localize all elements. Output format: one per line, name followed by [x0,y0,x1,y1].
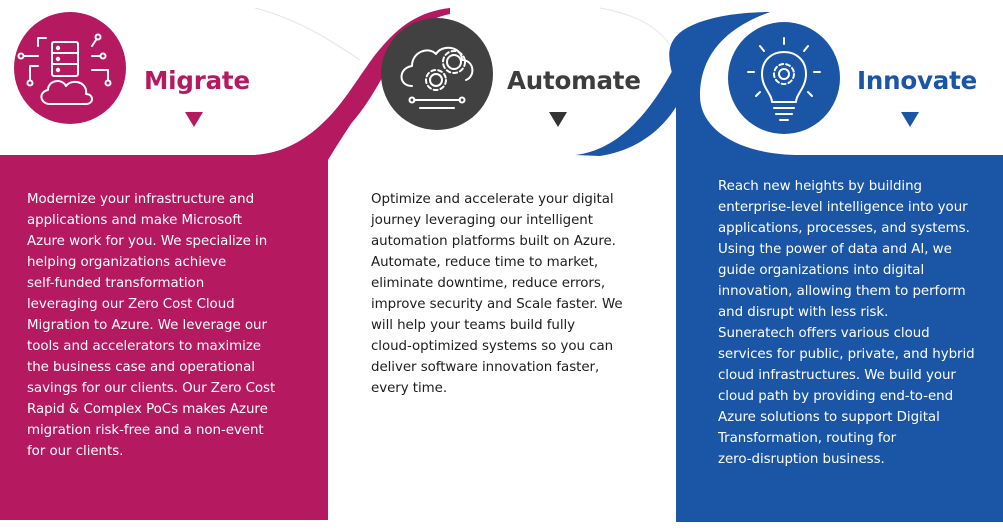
automate-description: Optimize and accelerate your digital jou… [371,189,661,399]
text-line: journey leveraging our intelligent [371,213,593,228]
text-line: applications, processes, and systems. [718,221,970,236]
text-line: every time. [371,381,448,396]
text-line: deliver software innovation faster, [371,360,600,375]
text-line: Migration to Azure. We leverage our [27,318,267,333]
text-line: zero-disruption business. [718,452,885,467]
innovate-description: Reach new heights by building enterprise… [718,176,1003,470]
migrate-arrow-icon [185,112,203,127]
text-line: savings for our clients. Our Zero Cost [27,381,276,396]
automate-arrow-icon [549,112,567,127]
text-line: Azure solutions to support Digital [718,410,940,425]
text-line: will help your teams build fully [371,318,576,333]
text-line: cloud path by providing end-to-end [718,389,954,404]
text-line: Reach new heights by building [718,179,922,194]
text-line: Using the power of data and AI, we [718,242,952,257]
cloud-gears-icon [381,18,493,130]
innovate-arrow-icon [901,112,919,127]
text-line: Automate, reduce time to market, [371,255,599,270]
text-line: eliminate downtime, reduce errors, [371,276,606,291]
text-line: helping organizations achieve [27,255,227,270]
text-line: and disrupt with less risk. [718,305,889,320]
text-line: Suneratech offers various cloud [718,326,930,341]
swoosh-blue [575,12,770,156]
text-line: cloud infrastructures. We build your [718,368,956,383]
text-line: improve security and Scale faster. We [371,297,623,312]
decor-line [254,7,361,61]
innovate-panel [669,12,1003,522]
text-line: guide organizations into digital [718,263,925,278]
lightbulb-gear-icon [728,22,840,134]
text-line: leveraging our Zero Cost Cloud [27,297,235,312]
text-line: services for public, private, and hybrid [718,347,975,362]
text-line: for our clients. [27,444,124,459]
cloud-server-icon [14,12,126,124]
automate-title: Automate [507,66,641,95]
decor-line [599,7,671,46]
text-line: innovation, allowing them to perform [718,284,966,299]
text-line: Azure work for you. We specialize in [27,234,268,249]
text-line: enterprise-level intelligence into your [718,200,968,215]
text-line: Optimize and accelerate your digital [371,192,614,207]
text-line: cloud-optimized systems so you can [371,339,614,354]
text-line: self-funded transformation [27,276,205,291]
text-line: the business case and operational [27,360,255,375]
migrate-title: Migrate [144,66,250,95]
text-line: Transformation, routing for [718,431,897,446]
text-line: migration risk-free and a non-event [27,423,264,438]
text-line: tools and accelerators to maximize [27,339,261,354]
text-line: Modernize your infrastructure and [27,192,255,207]
innovate-title: Innovate [857,66,978,95]
migrate-description: Modernize your infrastructure and applic… [27,189,319,462]
text-line: applications and make Microsoft [27,213,242,228]
text-line: Rapid & Complex PoCs makes Azure [27,402,268,417]
text-line: automation platforms built on Azure. [371,234,616,249]
